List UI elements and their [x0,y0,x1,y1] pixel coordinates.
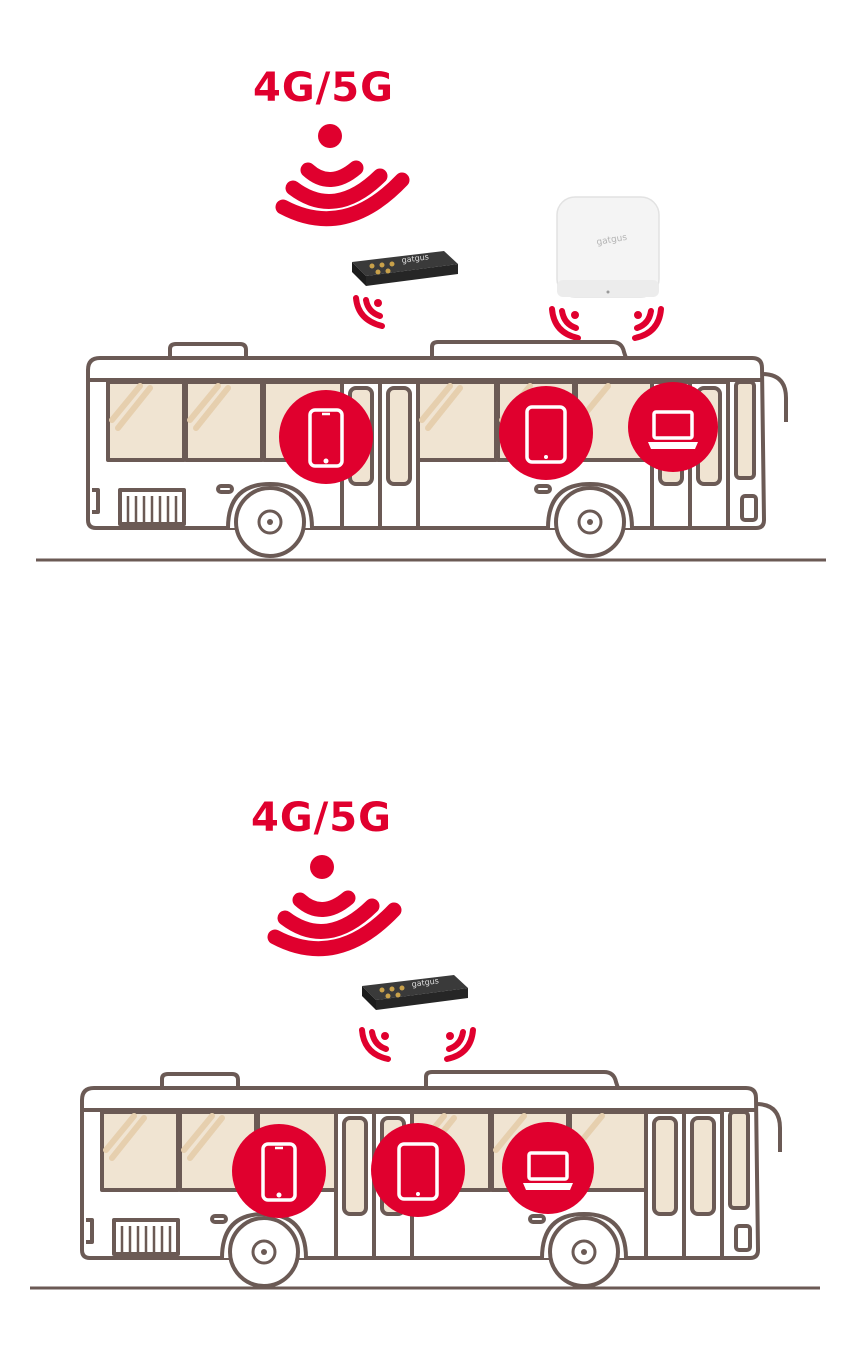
smartphone-icon [232,1124,326,1218]
access-point-device: gatgus [556,196,660,298]
router-logo: gatgus [401,252,429,265]
wheel-rear [228,1216,300,1288]
router-wifi-left-icon [359,1027,391,1062]
router-wifi-left-icon [353,295,385,329]
access-point-wifi-right-icon [632,306,664,341]
router-wifi-right-icon [444,1027,476,1062]
router-logo: gatgus [411,976,439,989]
cellular-signal-icon [275,124,410,227]
tablet-icon [499,386,593,480]
window-reflections [109,383,611,431]
wheel-rear [234,486,306,558]
scene-router-only: 4G/5G gatgus [0,720,847,1356]
smartphone-icon [279,390,373,484]
laptop-icon [628,382,718,472]
wheel-front [548,1216,620,1288]
network-label: 4G/5G [253,65,394,111]
network-label: 4G/5G [251,795,392,841]
wheel-front [554,486,626,558]
scene-router-with-access-point: 4G/5G gatgus [0,0,847,600]
scene-2-diagram: gatgus [30,855,820,1290]
cellular-signal-icon [267,855,402,957]
tablet-icon [371,1123,465,1217]
scene-1-diagram: gatgus gatgus [36,124,826,562]
router-device: gatgus [352,251,458,286]
laptop-icon [502,1122,594,1214]
router-device: gatgus [362,975,468,1010]
access-point-wifi-left-icon [549,306,581,341]
